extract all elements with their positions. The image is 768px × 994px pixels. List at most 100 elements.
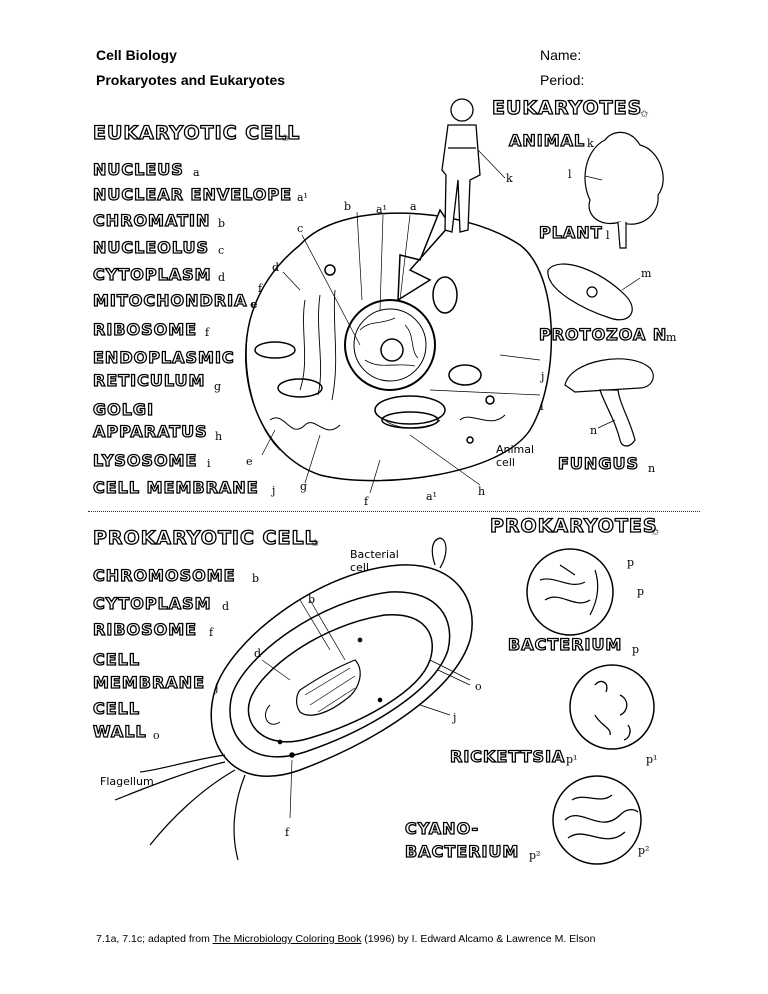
circle-letter: p	[627, 556, 635, 569]
cell-letter: a¹	[426, 490, 437, 503]
cell-letter: a	[410, 200, 417, 213]
cell-letter: f	[258, 282, 263, 295]
label-nuclear-envelope: NUCLEAR ENVELOPE	[92, 185, 293, 204]
circle-letter: p²	[638, 844, 650, 857]
tag-membrane: j	[215, 681, 219, 694]
footer-citation: 7.1a, 7.1c; adapted from The Microbiolog…	[96, 933, 595, 945]
label-animal: ANIMAL	[508, 131, 586, 150]
tag-wall: o	[153, 729, 160, 742]
name-label: Name:	[540, 47, 582, 63]
section-divider	[88, 511, 700, 512]
footer-suffix: (1996) by I. Edward Alcamo & Lawrence M.…	[361, 933, 596, 945]
cell-letter: b	[344, 200, 352, 213]
cell-letter: j	[541, 370, 545, 383]
label-membrane: MEMBRANE	[92, 673, 205, 692]
course-title: Cell Biology	[96, 47, 177, 63]
bacteria-letter: b	[308, 593, 316, 606]
label-cyanobacterium: BACTERIUM	[404, 842, 520, 861]
tag-reticulum: g	[214, 380, 222, 393]
animal-cell-drawing	[245, 208, 553, 494]
tree-drawing	[584, 131, 664, 249]
tag-cell-membrane: j	[272, 484, 276, 497]
cell-letter: g	[300, 480, 308, 493]
label-cell-1: CELL	[92, 650, 141, 669]
footer-book-title: The Microbiology Coloring Book	[212, 933, 362, 945]
star-icon: ✩	[651, 527, 660, 538]
tag-chromatin: b	[218, 217, 226, 230]
pointer-letter: k	[506, 172, 513, 185]
cell-letter: e	[246, 455, 253, 468]
cell-letter: i	[540, 400, 544, 413]
tag-cytoplasm-pro: d	[222, 600, 230, 613]
label-golgi: GOLGI	[92, 400, 155, 419]
cell-letter: e	[250, 298, 257, 311]
cell-letter: a¹	[376, 203, 387, 216]
bacteria-letter: d	[254, 647, 262, 660]
period-label: Period:	[540, 72, 585, 88]
topic-title: Prokaryotes and Eukaryotes	[96, 72, 286, 88]
label-plant: PLANT	[538, 223, 603, 242]
cell-letter: c	[297, 222, 304, 235]
tag-lysosome: i	[207, 457, 211, 470]
tag-plant: l	[606, 229, 610, 242]
tag-nuclear-envelope: a¹	[297, 191, 308, 204]
label-mitochondria: MITOCHONDRIA	[92, 291, 248, 310]
cell-letter: n	[590, 424, 598, 437]
label-chromatin: CHROMATIN	[92, 211, 211, 230]
label-cell-membrane: CELL MEMBRANE	[92, 478, 259, 497]
tag-cytoplasm: d	[218, 271, 226, 284]
tag-ribosome-pro: f	[209, 626, 214, 639]
tag-nucleus: a	[193, 166, 200, 179]
label-fungus: FUNGUS	[557, 454, 639, 473]
flagellum-note: Flagellum	[100, 775, 154, 788]
rickettsia-circle	[569, 664, 655, 750]
label-lysosome: LYSOSOME	[92, 451, 198, 470]
star-icon: ✩	[311, 538, 320, 549]
eukaryotic-cell-title: EUKARYOTIC CELL	[92, 122, 301, 144]
man-drawing	[441, 98, 506, 233]
tag-bacterium: p	[632, 643, 640, 656]
tag-rickettsia: p¹	[566, 753, 578, 766]
bacteria-letter: o	[475, 680, 482, 693]
mushroom-drawing	[564, 358, 654, 447]
label-apparatus: APPARATUS	[92, 422, 208, 441]
bacterium-circle	[526, 548, 614, 636]
bacterial-cell-drawing	[114, 537, 473, 861]
prokaryotes-title: PROKARYOTES	[489, 515, 658, 537]
label-rickettsia: RICKETTSIA	[449, 747, 566, 766]
label-ribosome-pro: RIBOSOME	[92, 620, 198, 639]
protozoan-drawing	[547, 263, 641, 321]
bacteria-letter: f	[285, 826, 290, 839]
label-bacterium: BACTERIUM	[507, 635, 623, 654]
pointer-letter: m	[641, 267, 652, 280]
label-nucleolus: NUCLEOLUS	[92, 238, 209, 257]
tag-mitochondria: e	[251, 298, 258, 311]
label-reticulum: RETICULUM	[92, 371, 206, 390]
label-cell-2: CELL	[92, 699, 141, 718]
label-protozoan: PROTOZOA N	[538, 325, 668, 344]
label-nucleus: NUCLEUS	[92, 160, 184, 179]
animal-cell-note: Animal cell	[496, 443, 535, 469]
tag-cyanobacterium: p²	[529, 849, 541, 862]
label-cyano: CYANO-	[404, 819, 480, 838]
tag-protozoan: m	[666, 331, 677, 344]
tag-animal: k	[587, 137, 594, 150]
footer-prefix: 7.1a, 7.1c; adapted from	[96, 933, 213, 945]
label-endoplasmic: ENDOPLASMIC	[92, 348, 235, 367]
label-cytoplasm: CYTOPLASM	[92, 265, 212, 284]
tag-apparatus: h	[215, 430, 223, 443]
cyanobacterium-circle	[552, 775, 642, 865]
bacteria-letter: j	[453, 711, 457, 724]
eukaryotes-title: EUKARYOTES	[491, 97, 643, 119]
star-icon: ✩	[281, 133, 290, 144]
tag-ribosome: f	[205, 326, 210, 339]
label-ribosome: RIBOSOME	[92, 320, 198, 339]
circle-letter: p¹	[646, 753, 658, 766]
circle-letter: p	[637, 585, 645, 598]
label-wall: WALL	[92, 722, 147, 741]
cell-letter: d	[272, 261, 280, 274]
label-chromosome: CHROMOSOME	[92, 566, 236, 585]
tag-chromosome: b	[252, 572, 260, 585]
tag-fungus: n	[648, 462, 656, 475]
